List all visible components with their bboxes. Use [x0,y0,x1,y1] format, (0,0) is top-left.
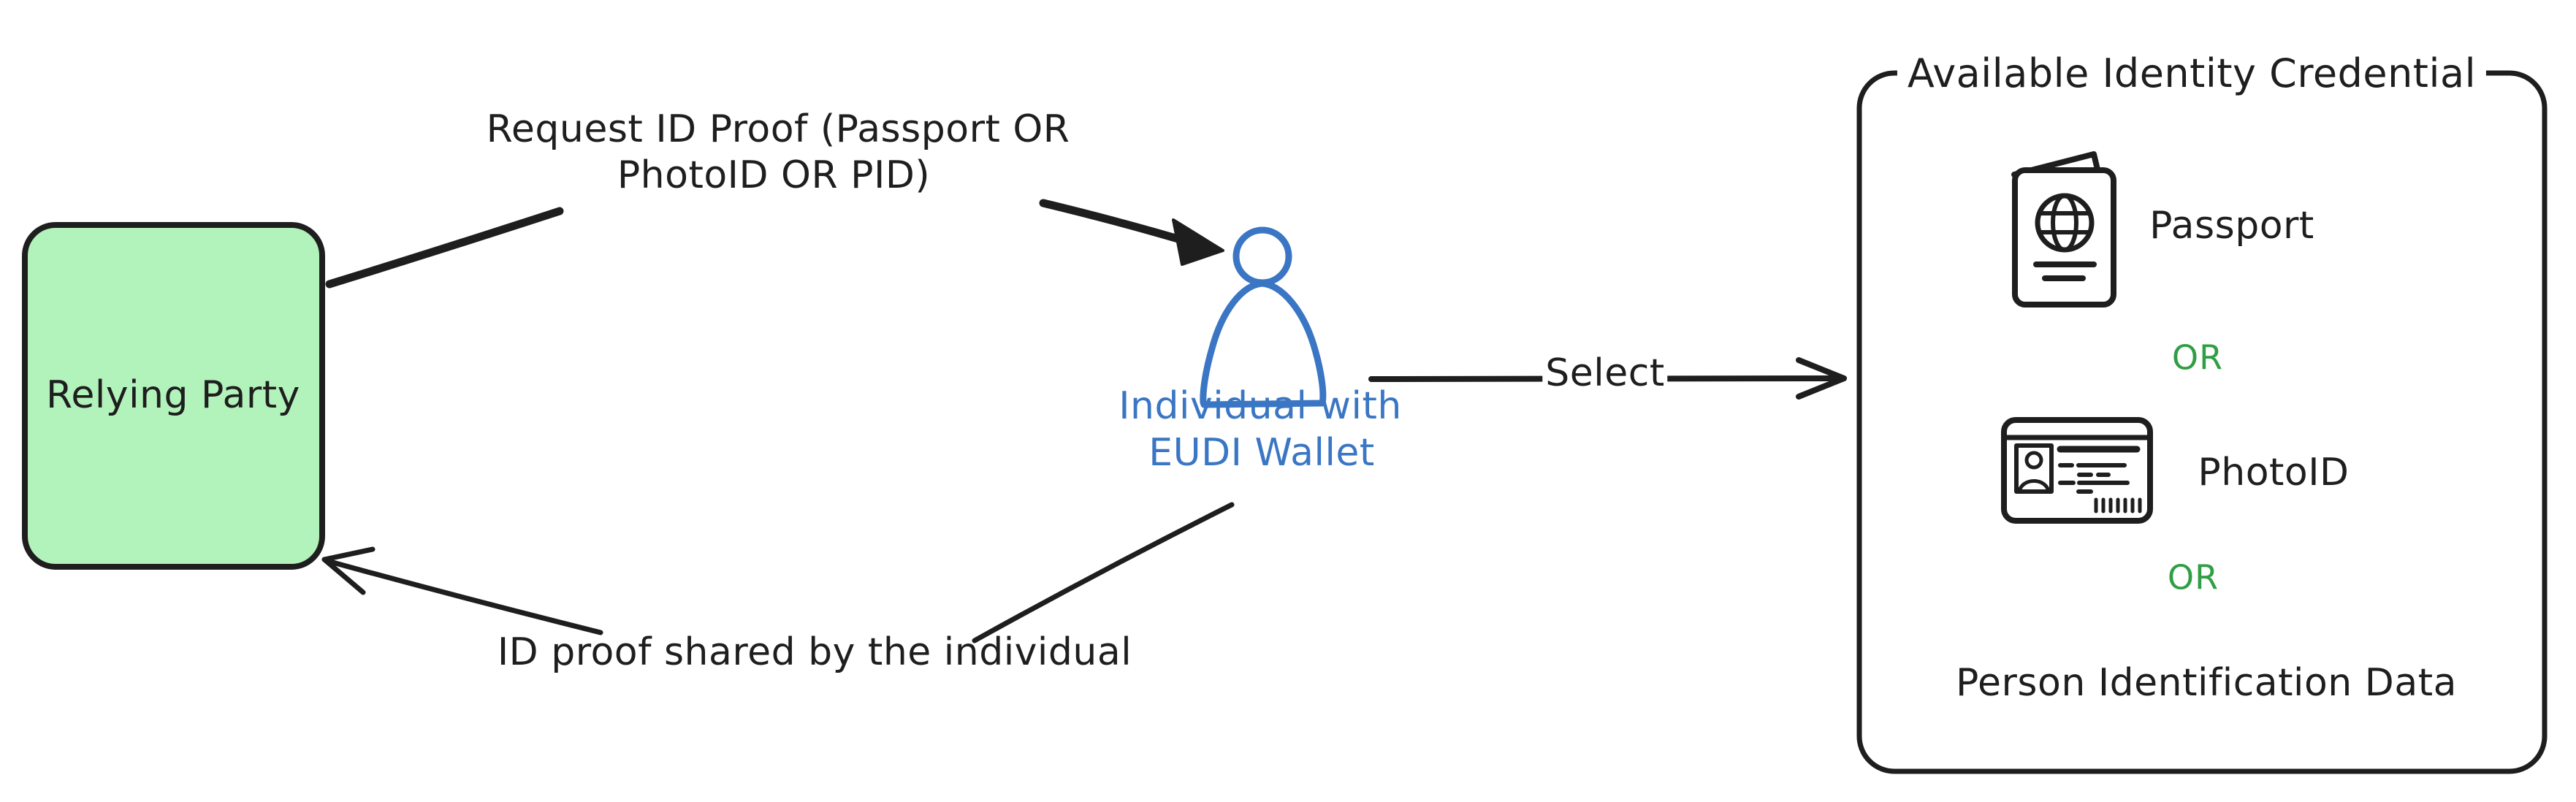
individual-label-line1: Individual with [1119,384,1402,429]
relying-party-box [22,222,325,570]
or-divider-2: OR [2167,557,2219,597]
return-arrow [321,502,1235,643]
or-divider-1: OR [2171,337,2224,378]
relying-party-label: Relying Party [46,373,300,418]
person-identification-data-label: Person Identification Data [1956,661,2457,706]
request-arrow-label-line2: PhotoID OR PID) [617,153,931,198]
credentials-panel-title: Available Identity Credential [1897,50,2487,97]
individual-label-line2: EUDI Wallet [1148,431,1375,476]
passport-icon [2011,151,2116,308]
photo-id-card-icon [2001,417,2153,524]
select-arrow-label: Select [1542,351,1668,396]
passport-label: Passport [2149,204,2314,248]
request-arrow-label-line1: Request ID Proof (Passport OR [486,107,1070,152]
photo-id-label: PhotoID [2198,451,2350,495]
barcode-lines [2094,497,2142,513]
request-arrow [325,199,1224,289]
person-icon [1200,226,1327,408]
return-arrow-label: ID proof shared by the individual [497,630,1132,675]
